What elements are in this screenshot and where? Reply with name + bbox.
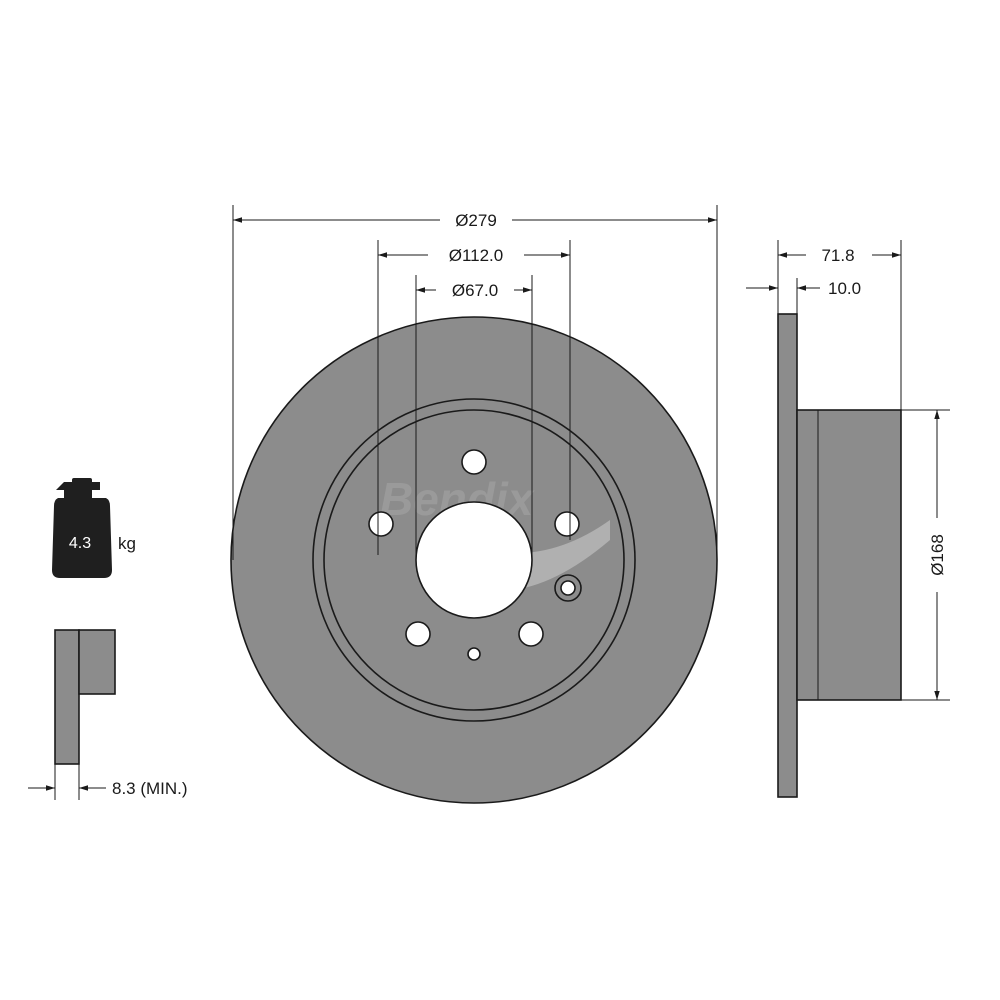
bolt-hole	[554, 511, 580, 537]
dim-hat-diameter-label: Ø168	[928, 534, 947, 576]
locating-screw-inner	[560, 580, 576, 596]
dim-overall-height-label: 71.8	[821, 246, 854, 265]
hat-outer-ring	[312, 398, 636, 722]
bolt-hole	[368, 511, 394, 537]
dim-bolt-circle-label: Ø112.0	[449, 246, 504, 265]
min-thickness-label: 8.3 (MIN.)	[112, 779, 188, 798]
dim-outer-diameter-label: Ø279	[455, 211, 497, 230]
disc-front-view: Bendix	[230, 316, 718, 804]
bolt-hole	[461, 449, 487, 475]
center-bore	[415, 501, 533, 619]
bolt-hole	[518, 621, 544, 647]
weight-unit: kg	[118, 534, 136, 553]
min-thickness-hat	[78, 629, 116, 695]
hat-section	[796, 409, 902, 701]
dim-disc-thickness: 10.0	[746, 278, 861, 314]
pilot-hole	[467, 647, 481, 661]
min-thickness-icon: 8.3 (MIN.)	[28, 629, 188, 800]
dim-center-bore-label: Ø67.0	[452, 281, 498, 300]
dim-bolt-circle: Ø112.0	[377, 240, 571, 555]
dim-overall-height: 71.8	[777, 240, 902, 410]
dim-hat-diameter: Ø168	[901, 409, 950, 701]
disc-side-view	[777, 313, 902, 798]
bolt-hole	[405, 621, 431, 647]
weight-value: 4.3	[69, 535, 91, 552]
weight-icon: 4.3	[52, 478, 112, 578]
dim-disc-thickness-label: 10.0	[828, 279, 861, 298]
friction-ring-section	[777, 313, 798, 798]
dim-outer-diameter: Ø279	[232, 205, 718, 560]
min-thickness-plate	[54, 629, 80, 765]
dim-center-bore: Ø67.0	[415, 275, 533, 560]
hat-inner-ring	[323, 409, 625, 711]
